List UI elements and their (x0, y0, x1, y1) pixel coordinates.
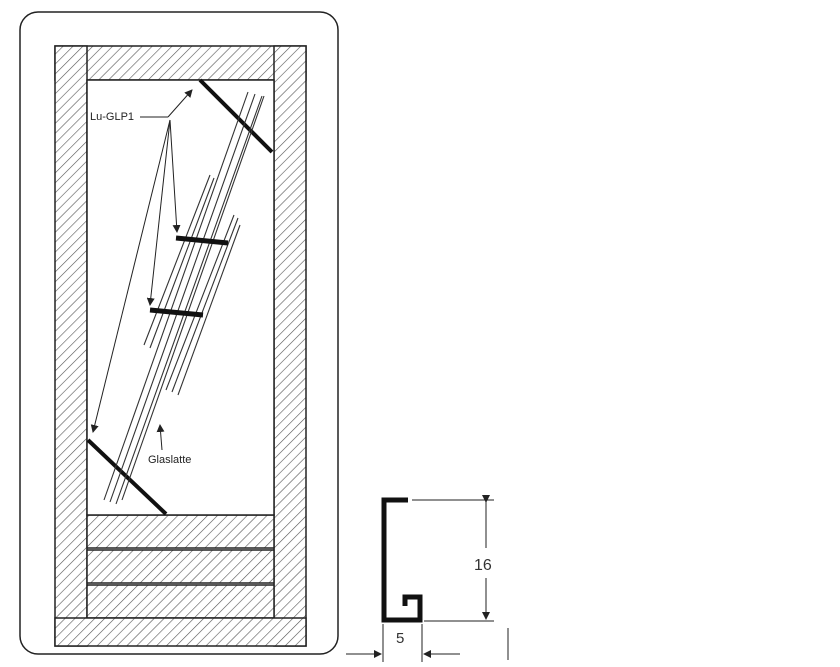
frame-right (273, 45, 307, 647)
profile-leader-lines (90, 89, 193, 433)
glasslatte-label: Glaslatte (148, 454, 191, 466)
clamp-upper (175, 235, 229, 246)
diagonal-bar-top (198, 78, 274, 154)
glass-pane (86, 79, 275, 516)
frame-left (54, 45, 88, 647)
dimension-height (412, 495, 494, 622)
frame-bottom-rail-1 (86, 514, 275, 549)
door-frame (54, 45, 307, 647)
clamp-lower (149, 307, 204, 318)
glasslatte-leader (156, 424, 165, 451)
profile-outline (381, 497, 423, 623)
profile-cross-section (381, 497, 423, 623)
glasslatte-bundle (103, 91, 265, 505)
frame-top (54, 45, 307, 81)
frame-bottom-rail-2 (86, 549, 275, 584)
frame-bottom-base (54, 617, 307, 647)
profile-label: Lu-GLP1 (90, 111, 134, 123)
dimension-width (346, 624, 509, 662)
frame-bottom-rail-3 (86, 584, 275, 619)
diagonal-bar-bottom (86, 438, 168, 516)
dimension-height-value: 16 (474, 557, 492, 574)
dimension-width-value: 5 (396, 630, 404, 647)
